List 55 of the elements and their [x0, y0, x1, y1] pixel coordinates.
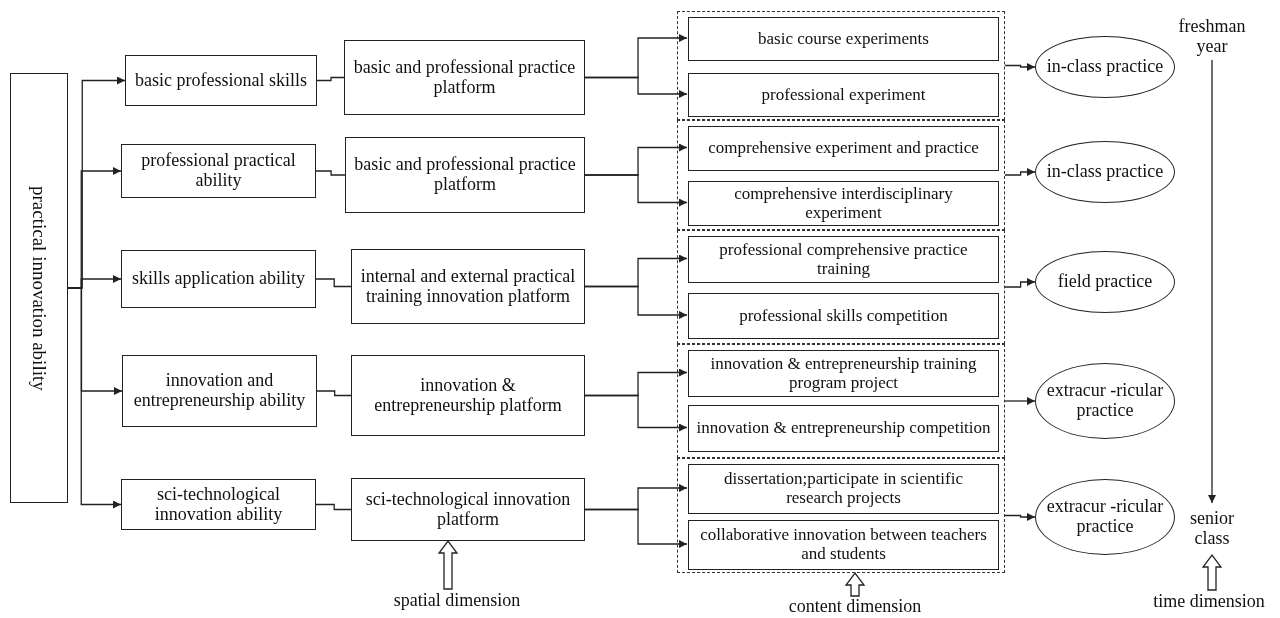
practice-ellipse: in-class practice [1035, 36, 1175, 98]
arrow [1004, 63, 1036, 71]
practice-ellipse: field practice [1035, 251, 1175, 313]
practice-ellipse: extracur -ricular practice [1035, 363, 1175, 439]
process-box: comprehensive interdisciplinary experiment [688, 181, 999, 226]
arrow [1208, 59, 1216, 504]
process-box: basic and professional practice platform [344, 40, 585, 115]
process-box: basic professional skills [125, 55, 317, 106]
dashed-group-box [677, 344, 1005, 458]
arrow [67, 287, 122, 509]
hollow-arrow [437, 539, 459, 590]
process-box: basic and professional practice platform [345, 137, 585, 213]
connector-line [315, 503, 352, 511]
text-label: spatial dimension [368, 589, 546, 613]
process-box: sci-technological innovation ability [121, 479, 316, 530]
process-box: innovation & entrepreneurship training program project [688, 350, 999, 397]
arrow [1004, 397, 1036, 405]
process-box: dissertation;participate in scientific research projects [688, 464, 999, 514]
arrow [584, 394, 688, 432]
process-box: skills application ability [121, 250, 316, 308]
process-box: comprehensive experiment and practice [688, 126, 999, 171]
process-box: professional comprehensive practice training [688, 236, 999, 283]
arrow [584, 174, 688, 207]
vertical-text-box: practical innovation ability [10, 73, 68, 503]
hollow-arrow [1201, 553, 1223, 591]
practice-ellipse: extracur -ricular practice [1035, 479, 1175, 555]
dashed-group-box [677, 11, 1005, 120]
arrow [584, 76, 688, 98]
arrow [584, 508, 688, 548]
arrow [1004, 278, 1036, 288]
arrow [1004, 168, 1036, 176]
process-box: professional practical ability [121, 144, 316, 198]
process-box: innovation & entrepreneurship platform [351, 355, 585, 436]
text-label: senior class [1172, 503, 1252, 555]
process-box: internal and external practical training innovation platform [351, 249, 585, 324]
connector-line [316, 390, 352, 397]
practice-ellipse: in-class practice [1035, 141, 1175, 203]
arrow [584, 285, 688, 319]
text-label: time dimension [1140, 590, 1278, 614]
process-box: innovation and entrepreneurship ability [122, 355, 317, 427]
process-box: collaborative innovation between teachers and students [688, 520, 999, 570]
process-box: sci-technological innovation platform [351, 478, 585, 541]
process-box: basic course experiments [688, 17, 999, 61]
dashed-group-box [677, 120, 1005, 230]
dashed-group-box [677, 230, 1005, 344]
connector-line [315, 278, 352, 288]
connector-line [316, 76, 345, 82]
dashed-group-box [677, 458, 1005, 573]
hollow-arrow [844, 571, 866, 597]
connector-line [315, 170, 346, 176]
arrow [1004, 513, 1036, 521]
process-box: professional experiment [688, 73, 999, 117]
process-box: innovation & entrepreneurship competition [688, 405, 999, 452]
text-label: content dimension [762, 596, 948, 618]
process-box: professional skills competition [688, 293, 999, 339]
